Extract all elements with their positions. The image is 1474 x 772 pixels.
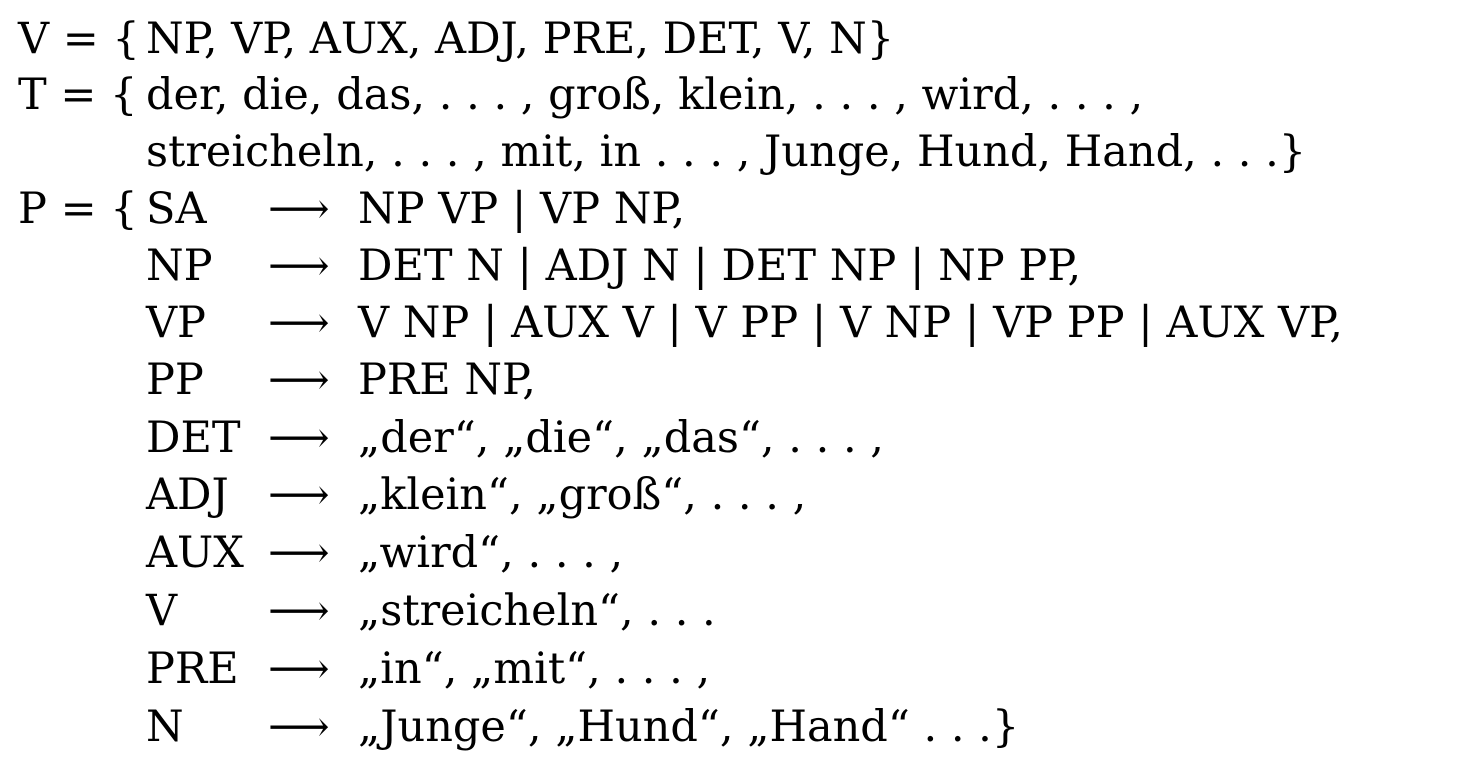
rule-rhs: „wird“, . . . , [358, 528, 624, 578]
rule-arrow: ⟶ [268, 241, 330, 291]
rule-nonterminal: N [146, 702, 184, 752]
rule-arrow: ⟶ [268, 528, 330, 578]
rule-rhs: „klein“, „groß“, . . . , [358, 470, 807, 520]
rule-rhs: „in“, „mit“, . . . , [358, 644, 711, 694]
terminals-line-2: streicheln, . . . , mit, in . . . , Jung… [146, 127, 1307, 177]
rule-nonterminal: V [146, 586, 178, 636]
productions-lhs: P = { [18, 184, 138, 234]
rule-nonterminal: VP [146, 298, 206, 348]
variables-lhs: V = { [18, 14, 140, 64]
rule-arrow: ⟶ [268, 470, 330, 520]
rule-rhs: „der“, „die“, „das“, . . . , [358, 413, 884, 463]
rule-rhs: „streicheln“, . . . [358, 586, 716, 636]
rule-rhs: DET N | ADJ N | DET NP | NP PP, [358, 241, 1082, 291]
variables-set: NP, VP, AUX, ADJ, PRE, DET, V, N} [146, 14, 895, 64]
rule-arrow: ⟶ [268, 184, 330, 234]
rule-nonterminal: ADJ [146, 470, 229, 520]
rule-arrow: ⟶ [268, 586, 330, 636]
rule-arrow: ⟶ [268, 644, 330, 694]
rule-arrow: ⟶ [268, 355, 330, 405]
rule-arrow: ⟶ [268, 298, 330, 348]
rule-nonterminal: AUX [146, 528, 244, 578]
rule-nonterminal: DET [146, 413, 241, 463]
terminals-line-1: der, die, das, . . . , groß, klein, . . … [146, 70, 1144, 120]
terminals-lhs: T = { [18, 70, 138, 120]
rule-nonterminal: SA [146, 184, 207, 234]
rule-rhs: „Junge“, „Hund“, „Hand“ . . .} [358, 702, 1020, 752]
rule-nonterminal: PRE [146, 644, 239, 694]
rule-rhs: NP VP | VP NP, [358, 184, 686, 234]
rule-arrow: ⟶ [268, 702, 330, 752]
rule-nonterminal: PP [146, 355, 204, 405]
rule-rhs: PRE NP, [358, 355, 536, 405]
rule-rhs: V NP | AUX V | V PP | V NP | VP PP | AUX… [358, 298, 1343, 348]
rule-arrow: ⟶ [268, 413, 330, 463]
rule-nonterminal: NP [146, 241, 213, 291]
